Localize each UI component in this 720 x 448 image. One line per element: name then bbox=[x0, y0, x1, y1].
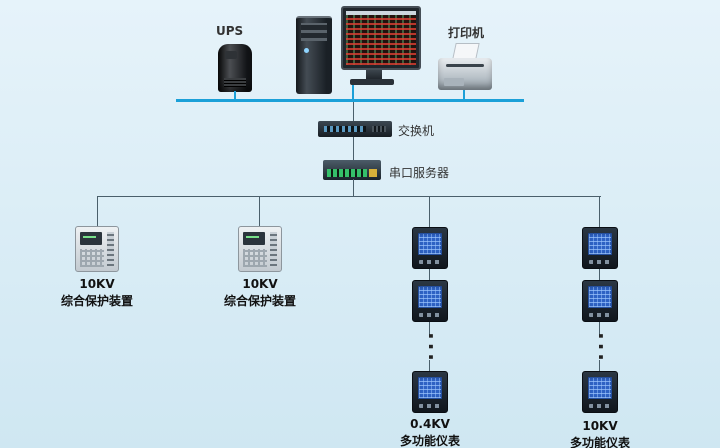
connector-meter-col1-b bbox=[429, 269, 430, 280]
meter-column-1-name: 多功能仪表 bbox=[399, 434, 460, 448]
pc-power-button bbox=[304, 48, 309, 53]
meter-screen bbox=[418, 233, 442, 255]
monitor-stand bbox=[366, 70, 382, 79]
connector-protection-1 bbox=[97, 197, 98, 227]
protection-keypad bbox=[243, 249, 267, 267]
connector-meter-col1-d bbox=[429, 360, 430, 371]
meter-buttons bbox=[589, 260, 613, 264]
meter-screen bbox=[418, 286, 442, 308]
monitor bbox=[341, 6, 421, 70]
connector-meter-col2-c bbox=[599, 322, 600, 336]
connector-ups-bus bbox=[234, 91, 236, 100]
meter-column-2-label: 10KV 多功能仪表 bbox=[556, 419, 644, 448]
printer-label: 打印机 bbox=[448, 26, 485, 40]
switch-label: 交换机 bbox=[398, 124, 435, 138]
pc-tower bbox=[296, 16, 332, 94]
protection-terminal-strip bbox=[270, 232, 277, 266]
multifunction-meter bbox=[412, 227, 448, 269]
serial-ports bbox=[327, 169, 367, 177]
monitor-base bbox=[350, 79, 394, 85]
ellipsis-dots: ··· bbox=[589, 332, 613, 364]
connector-pc-bus bbox=[352, 85, 354, 100]
multifunction-meter bbox=[582, 227, 618, 269]
pc-drive-bays bbox=[301, 23, 327, 41]
meter-screen bbox=[588, 233, 612, 255]
meter-column-2-name: 多功能仪表 bbox=[569, 436, 630, 448]
protection-2-voltage: 10KV bbox=[242, 277, 278, 291]
protection-2-name: 综合保护装置 bbox=[223, 294, 296, 308]
network-bus-line bbox=[176, 99, 524, 102]
meter-buttons bbox=[419, 260, 443, 264]
protection-terminal-strip bbox=[107, 232, 114, 266]
meter-buttons bbox=[589, 404, 613, 408]
connector-printer-bus bbox=[463, 90, 465, 100]
protection-device-2 bbox=[238, 226, 282, 272]
multifunction-meter bbox=[582, 371, 618, 413]
meter-column-1-voltage: 0.4KV bbox=[410, 417, 450, 431]
multifunction-meter bbox=[412, 371, 448, 413]
connector-protection-2 bbox=[259, 197, 260, 227]
connector-switch-serial bbox=[353, 137, 354, 161]
ethernet-switch bbox=[318, 121, 392, 137]
ups-label: UPS bbox=[216, 24, 244, 38]
connector-serial-distribution bbox=[353, 179, 354, 197]
printer-tray bbox=[444, 78, 464, 86]
protection-lcd bbox=[243, 232, 265, 245]
protection-2-label: 10KV 综合保护装置 bbox=[212, 277, 308, 309]
connector-meter-col1-c bbox=[429, 322, 430, 336]
meter-screen bbox=[418, 377, 442, 399]
meter-column-2-voltage: 10KV bbox=[582, 419, 618, 433]
printer-device bbox=[438, 43, 492, 90]
protection-1-voltage: 10KV bbox=[79, 277, 115, 291]
ups-display bbox=[225, 51, 237, 59]
meter-buttons bbox=[589, 313, 613, 317]
printer-paper bbox=[452, 43, 480, 59]
connector-meter-col1-a bbox=[429, 197, 430, 227]
ups-device bbox=[218, 44, 252, 92]
serial-server-label: 串口服务器 bbox=[389, 166, 450, 180]
serial-port-server bbox=[323, 160, 381, 180]
meter-screen bbox=[588, 377, 612, 399]
monitor-screen bbox=[346, 11, 416, 65]
meter-buttons bbox=[419, 313, 443, 317]
protection-1-label: 10KV 综合保护装置 bbox=[49, 277, 145, 309]
connector-meter-col2-b bbox=[599, 269, 600, 280]
meter-buttons bbox=[419, 404, 443, 408]
distribution-bus-line bbox=[97, 196, 601, 197]
protection-1-name: 综合保护装置 bbox=[60, 294, 133, 308]
switch-leds bbox=[372, 126, 386, 132]
meter-column-1-label: 0.4KV 多功能仪表 bbox=[386, 417, 474, 448]
connector-bus-switch bbox=[353, 102, 354, 121]
ups-vents bbox=[224, 78, 246, 87]
serial-led bbox=[369, 169, 377, 177]
protection-keypad bbox=[80, 249, 104, 267]
protection-device-1 bbox=[75, 226, 119, 272]
meter-screen bbox=[588, 286, 612, 308]
multifunction-meter bbox=[412, 280, 448, 322]
multifunction-meter bbox=[582, 280, 618, 322]
switch-ports bbox=[324, 126, 366, 132]
connector-meter-col2-d bbox=[599, 360, 600, 371]
connector-meter-col2-a bbox=[599, 197, 600, 227]
ellipsis-dots: ··· bbox=[419, 332, 443, 364]
protection-lcd bbox=[80, 232, 102, 245]
printer-slot bbox=[446, 64, 484, 67]
